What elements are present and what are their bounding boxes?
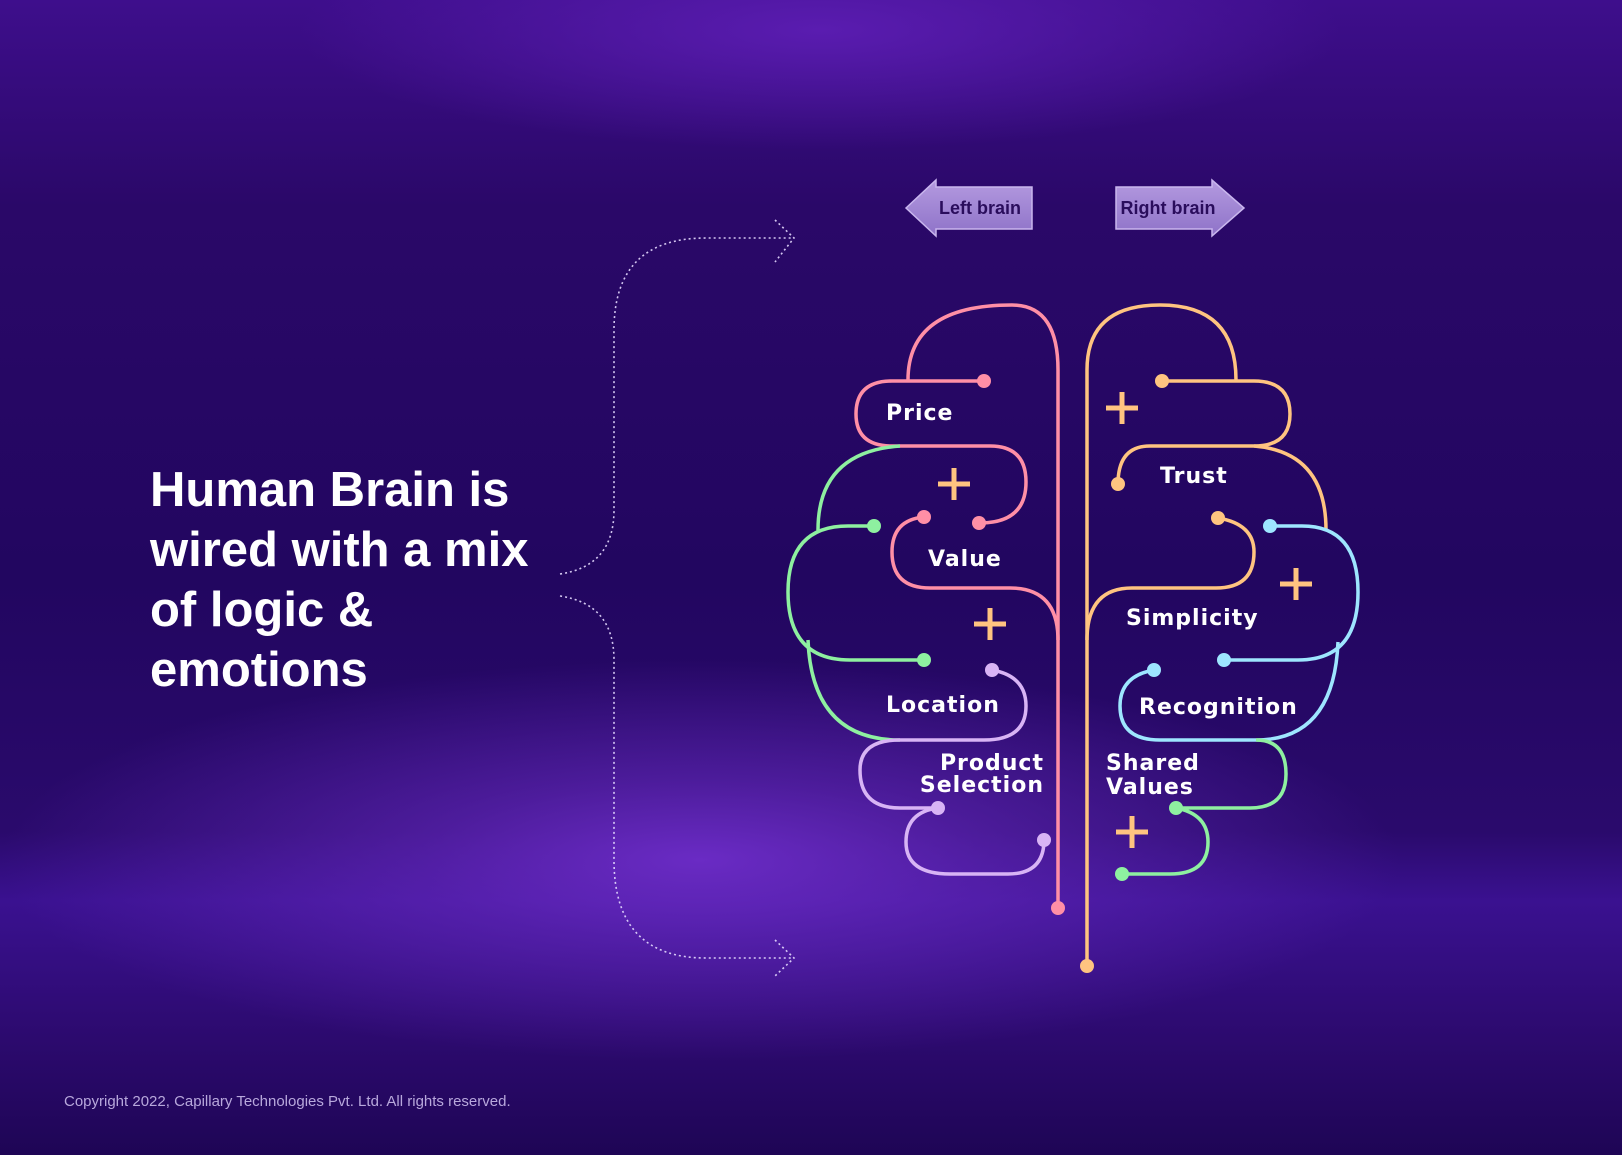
- location-dot-1: [867, 519, 881, 533]
- left-brain-tag: Left brain: [904, 178, 1034, 238]
- simplicity-dot: [1211, 511, 1225, 525]
- location-outer-wire: [806, 639, 901, 742]
- right-brain-tag: Right brain: [1114, 178, 1246, 238]
- product-selection-wire: [858, 668, 1028, 810]
- plus-icon: [1106, 392, 1138, 424]
- location-wire: [786, 444, 924, 662]
- price-wire: [854, 379, 1028, 525]
- trust-wire: [1116, 379, 1292, 485]
- label-location: Location: [886, 693, 1000, 718]
- label-product-selection-2: Selection: [920, 773, 1044, 798]
- headline: Human Brain is wired with a mix of logic…: [150, 463, 529, 697]
- left-stem-line: [906, 303, 1060, 908]
- value-wire: [890, 515, 1060, 641]
- shared-values-dot-1: [1169, 801, 1183, 815]
- label-trust: Trust: [1160, 464, 1228, 489]
- dotted-bracket: [559, 219, 796, 977]
- label-shared-values-2: Values: [1106, 775, 1194, 800]
- plus-icon: [974, 608, 1006, 640]
- right-stem-dot: [1080, 959, 1094, 973]
- product-selection-dot-3: [1037, 833, 1051, 847]
- plus-icon: [1280, 568, 1312, 600]
- recognition-wire: [1224, 524, 1360, 662]
- right-arrow-icon: [1115, 178, 1246, 238]
- simplicity-wire: [1085, 516, 1256, 641]
- value-dot: [917, 510, 931, 524]
- trust-dot-2: [1111, 477, 1125, 491]
- product-selection-dot-1: [985, 663, 999, 677]
- plus-icon: [938, 468, 970, 500]
- label-simplicity: Simplicity: [1126, 606, 1259, 631]
- trust-dot-1: [1155, 374, 1169, 388]
- label-shared-values-1: Shared: [1106, 751, 1200, 776]
- product-selection-lower-wire: [904, 806, 1046, 876]
- left-stem-dot: [1051, 901, 1065, 915]
- right-stem-line: [1085, 303, 1238, 966]
- label-price: Price: [886, 401, 953, 426]
- copyright-text: Copyright 2022, Capillary Technologies P…: [64, 1093, 511, 1110]
- label-value: Value: [928, 547, 1002, 572]
- location-dot-2: [917, 653, 931, 667]
- label-product-selection-1: Product: [940, 751, 1044, 776]
- recognition-dot-3: [1147, 663, 1161, 677]
- recognition-dot-1: [1263, 519, 1277, 533]
- trust-outer-wire: [1253, 444, 1328, 531]
- price-dot: [977, 374, 991, 388]
- price-end-dot: [972, 516, 986, 530]
- product-selection-dot-2: [931, 801, 945, 815]
- right-brain-label: Right brain: [1120, 198, 1216, 218]
- recognition-dot-2: [1217, 653, 1231, 667]
- left-arrow-icon: [904, 178, 1033, 238]
- plus-icon: [1116, 816, 1148, 848]
- plus-icons: [938, 392, 1312, 848]
- label-recognition: Recognition: [1139, 695, 1298, 720]
- recognition-inner-wire: [1118, 641, 1340, 742]
- left-brain-label: Left brain: [938, 198, 1021, 218]
- shared-values-dot-2: [1115, 867, 1129, 881]
